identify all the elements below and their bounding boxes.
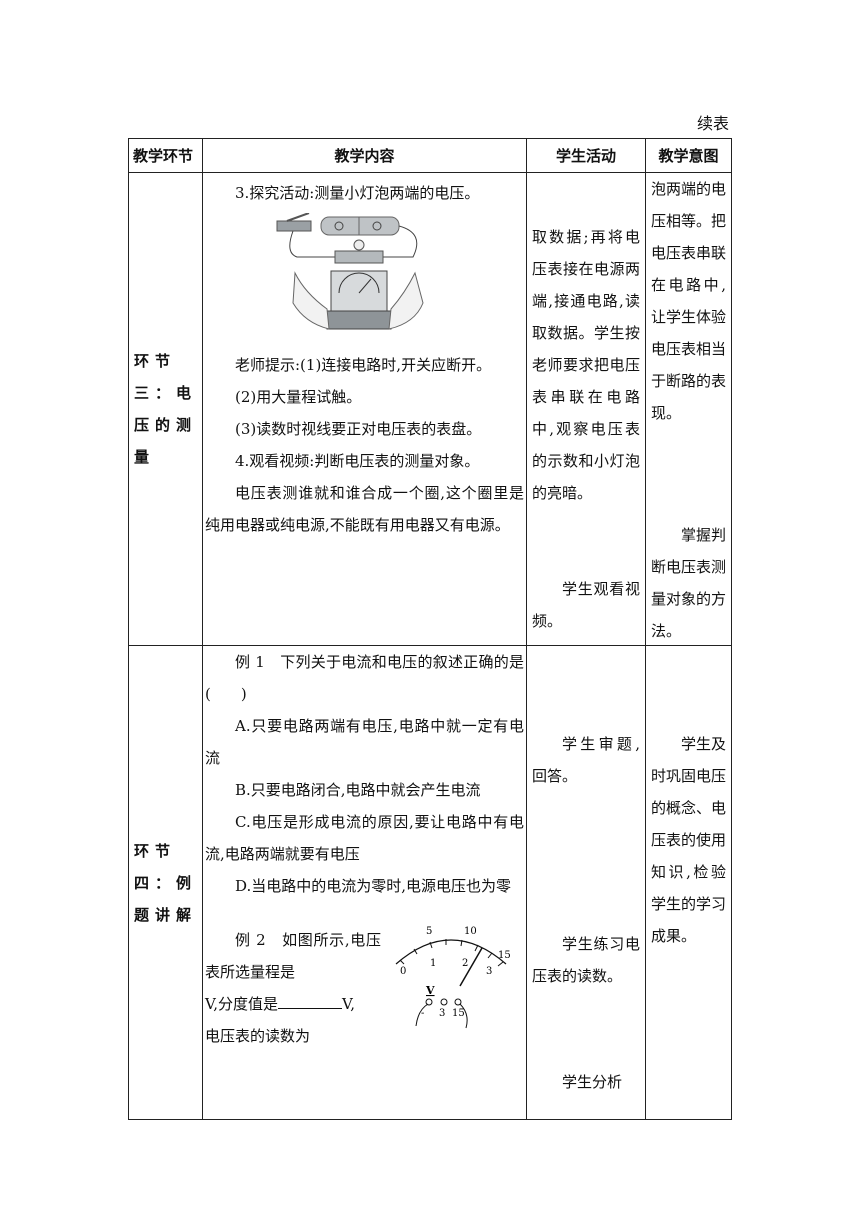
option-b: B.只要电路闭合,电路中就会产生电流 (235, 781, 481, 799)
example-2-text-a: 例 2 如图所示,电压表所选量程是 (205, 931, 381, 981)
scale-top-10: 10 (464, 926, 477, 937)
voltmeter-dial: 5 10 15 0 1 2 3 V - 3 15 (395, 926, 511, 1029)
table-row: 环节四：例题讲解 例 1 下列关于电流和电压的叙述正确的是( ) A.只要电路两… (128, 645, 732, 1120)
terminal-minus: - (421, 1008, 424, 1019)
activity-text-2: 学生练习电压表的读数。 (532, 935, 640, 985)
terminal-15: 15 (452, 1008, 465, 1019)
option-d: D.当电路中的电流为零时,电源电压也为零 (235, 877, 512, 895)
scale-bottom-1: 1 (430, 958, 436, 969)
activity-text-1: 取数据;再将电压表接在电源两端,接通电路,读取数据。学生按老师要求把电压表串联在… (532, 228, 640, 502)
content-cell: 例 1 下列关于电流和电压的叙述正确的是( ) A.只要电路两端有电压,电路中就… (202, 645, 527, 1120)
terminal-3: 3 (439, 1008, 445, 1019)
continued-label: 续表 (697, 114, 730, 133)
intent-text-1: 泡两端的电压相等。把电压表串联在电路中,让学生体验电压表相当于断路的表现。 (651, 180, 727, 422)
header-row: 教学环节 教学内容 学生活动 教学意图 (128, 138, 732, 173)
scale-top-5: 5 (426, 926, 432, 937)
header-content: 教学内容 (202, 138, 527, 173)
tip-1: 老师提示:(1)连接电路时,开关应断开。 (235, 356, 492, 374)
unit-label: V (425, 984, 435, 997)
option-a: A.只要电路两端有电压,电路中就一定有电流 (205, 717, 524, 767)
lesson-table: 教学环节 教学内容 学生活动 教学意图 环节三：电压的测量 3.探究活动:测量小… (128, 138, 732, 1120)
dial-pointer (459, 947, 483, 987)
example-2-text-b: V,分度值是 (205, 995, 278, 1013)
activity-cell: 取数据;再将电压表接在电源两端,接通电路,读取数据。学生按老师要求把电压表串联在… (526, 172, 646, 646)
answer-blank (277, 994, 342, 1009)
example-2-text-d: 电压表的读数为 (205, 1027, 311, 1045)
video-text: 4.观看视频:判断电压表的测量对象。 (235, 452, 480, 470)
intent-cell: 泡两端的电压相等。把电压表串联在电路中,让学生体验电压表相当于断路的表现。 掌握… (645, 172, 732, 646)
content-cell: 3.探究活动:测量小灯泡两端的电压。 老师提示:(1)连接电路时,开关应 (202, 172, 527, 646)
example-1-question: 例 1 下列关于电流和电压的叙述正确的是( ) (205, 653, 524, 703)
header-intent: 教学意图 (645, 138, 732, 173)
activity-text-2: 学生观看视频。 (532, 580, 640, 630)
stage-cell: 环节三：电压的测量 (128, 172, 203, 646)
activity-text-3: 学生分析 (562, 1073, 623, 1091)
dial-ticks (399, 939, 504, 967)
stage-cell: 环节四：例题讲解 (128, 645, 203, 1120)
scale-bottom-2: 2 (462, 958, 468, 969)
intent-text-2: 掌握判断电压表测量对象的方法。 (651, 526, 727, 640)
option-c: C.电压是形成电流的原因,要让电路中有电流,电路两端就要有电压 (205, 813, 524, 863)
header-stage: 教学环节 (128, 138, 203, 173)
tip-2: (2)用大量程试触。 (235, 388, 362, 406)
intent-text: 学生及时巩固电压的概念、电压表的使用知识,检验学生的学习成果。 (651, 735, 727, 945)
header-activity: 学生活动 (526, 138, 646, 173)
scale-bottom-3: 3 (486, 966, 492, 977)
circuit-illustration (276, 213, 424, 330)
example-2-text-c: V, (341, 995, 355, 1013)
table-row: 环节三：电压的测量 3.探究活动:测量小灯泡两端的电压。 (128, 172, 732, 646)
activity-text: 3.探究活动:测量小灯泡两端的电压。 (235, 184, 480, 202)
example-2: 例 2 如图所示,电压表所选量程是 V,分度值是 V, 电压表的读数为 5 10 … (203, 924, 526, 1052)
activity-text-1: 学生审题,回答。 (532, 735, 640, 785)
intent-cell: 学生及时巩固电压的概念、电压表的使用知识,检验学生的学习成果。 (645, 645, 732, 1120)
activity-cell: 学生审题,回答。 学生练习电压表的读数。 学生分析 (526, 645, 646, 1120)
rule-text: 电压表测谁就和谁合成一个圈,这个圈里是纯用电器或纯电源,不能既有用电器又有电源。 (205, 484, 524, 534)
scale-top-15: 15 (498, 950, 511, 961)
tip-3: (3)读数时视线要正对电压表的表盘。 (235, 420, 482, 438)
scale-bottom-0: 0 (400, 966, 406, 977)
example-2-line: V,分度值是 V, (203, 988, 383, 1020)
